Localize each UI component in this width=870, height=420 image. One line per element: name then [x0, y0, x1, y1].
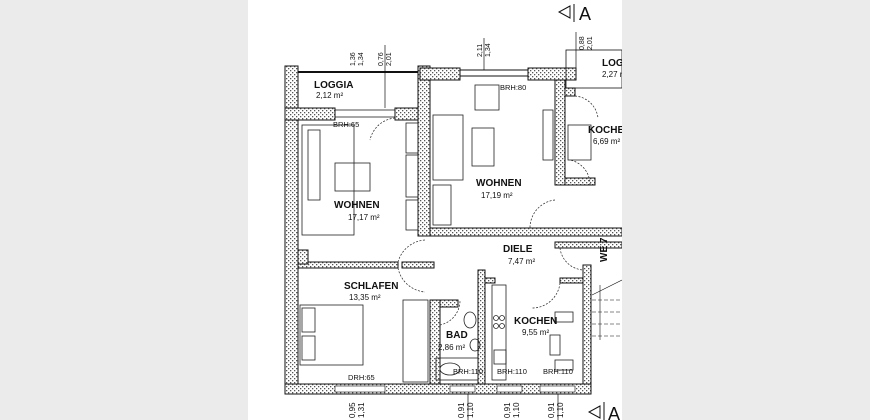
dimension-label: 0,88 — [579, 36, 586, 50]
room-name-wohnen-left: WOHNEN — [334, 200, 380, 211]
room-name-bad: BAD — [446, 330, 468, 341]
room-area-kochen: 9,55 m² — [522, 328, 549, 337]
unit-label: WE 7 — [599, 237, 610, 262]
room-name-loggia: LOGGIA — [314, 80, 353, 91]
walls — [284, 65, 622, 395]
dimension-label: 1,36 — [350, 52, 357, 66]
dimension-label: 1,31 — [357, 402, 366, 418]
dimension-label: 0,76 — [378, 52, 385, 66]
room-area-loggia-right: 2,27 m — [602, 70, 622, 79]
dimension-label: 2,11 — [477, 44, 484, 57]
sill-height-label: BRH:110 — [453, 367, 483, 376]
dimension-label: 1,34 — [358, 52, 365, 66]
dimension-label: 1,10 — [556, 402, 565, 418]
sill-height-label: BRH:80 — [500, 83, 526, 92]
door-swings — [369, 95, 599, 326]
dimension-label: 0,95 — [348, 402, 357, 418]
staircase — [591, 279, 622, 340]
room-area-bad: 2,86 m² — [438, 343, 465, 352]
section-arrow-icon — [557, 5, 571, 19]
room-area-kochen-right: 6,69 m² — [593, 137, 620, 146]
room-name-wohnen-right: WOHNEN — [476, 178, 522, 189]
section-marker-top: A — [557, 4, 591, 24]
section-label: A — [608, 404, 620, 420]
room-name-loggia-right: LOGG — [602, 58, 622, 69]
room-name-kochen: KOCHEN — [514, 316, 557, 327]
dimension-label: 1,34 — [485, 43, 492, 57]
door-height-label: DRH:65 — [348, 373, 375, 382]
bathtub — [435, 357, 479, 381]
bed — [299, 304, 364, 366]
floor-plan-sheet: A A — [248, 0, 622, 420]
dimension-label: 0,91 — [503, 402, 512, 418]
dimension-label: 2,01 — [587, 36, 594, 50]
section-label: A — [579, 4, 591, 24]
sill-height-label: BRH:65 — [333, 120, 359, 129]
furniture — [299, 84, 592, 383]
room-area-loggia: 2,12 m² — [316, 91, 343, 100]
dimensions-top: 1,36 1,34 0,76 2,01 2,11 1,34 0,88 2,01 — [350, 32, 594, 108]
section-marker-bottom: A — [587, 402, 620, 420]
dimension-label: 1,10 — [466, 402, 475, 418]
dimensions-bottom: 0,95 1,31 0,91 1,10 0,91 1,10 0,91 1,10 — [348, 394, 565, 420]
room-area-wohnen-right: 17,19 m² — [481, 191, 513, 200]
room-name-schlafen: SCHLAFEN — [344, 281, 398, 292]
section-arrow-icon — [587, 405, 601, 419]
dimension-label: 1,10 — [512, 402, 521, 418]
dimension-label: 2,01 — [386, 52, 393, 66]
sill-height-label: BRH:110 — [543, 367, 573, 376]
windows — [298, 49, 622, 393]
dimension-label: 0,91 — [457, 402, 466, 418]
dimension-label: 0,91 — [547, 402, 556, 418]
sill-height-label: BRH:110 — [497, 367, 527, 376]
floor-plan-drawing: A A — [284, 4, 622, 420]
room-name-kochen-right: KOCHE — [588, 125, 622, 136]
room-area-diele: 7,47 m² — [508, 257, 535, 266]
room-area-schlafen: 13,35 m² — [349, 293, 381, 302]
room-name-diele: DIELE — [503, 244, 533, 255]
room-area-wohnen-left: 17,17 m² — [348, 213, 380, 222]
